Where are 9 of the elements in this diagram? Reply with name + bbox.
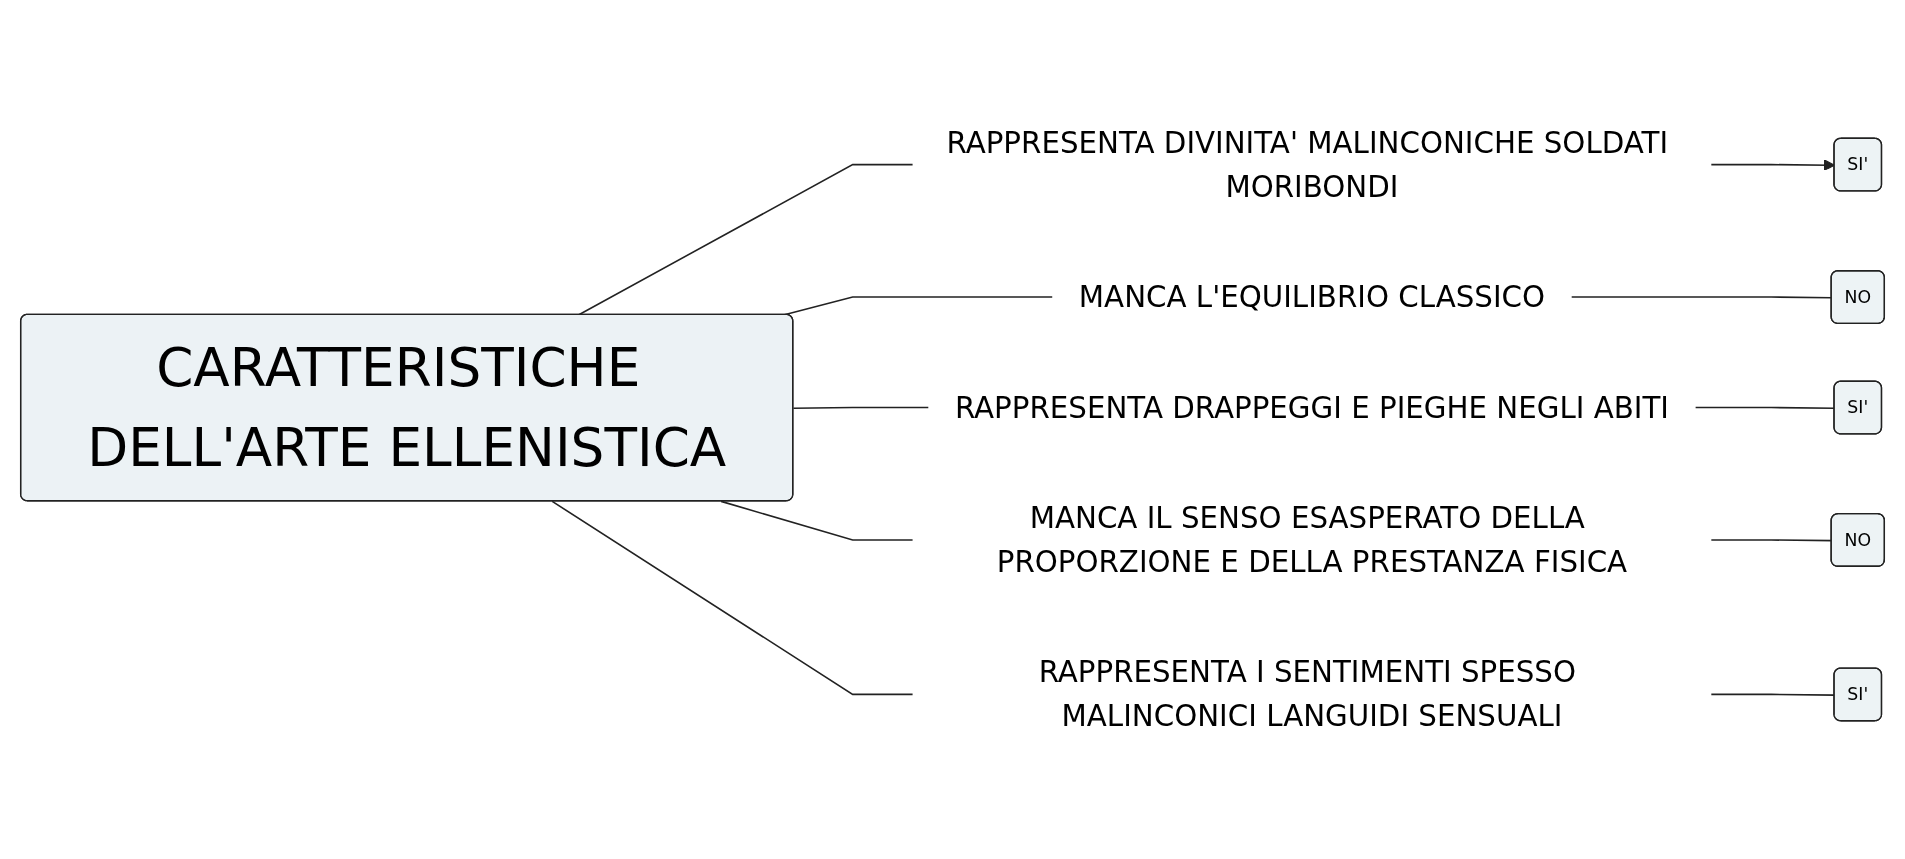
connector	[792, 406, 930, 409]
node-text: RAPPRESENTA I SENTIMENTI SPESSO MALINCONICI LANGUIDI SENSUALI	[1038, 655, 1576, 734]
node-text: RAPPRESENTA DIVINITA' MALINCONICHE SOLDATI MORIBONDI	[946, 125, 1669, 204]
connector	[577, 163, 914, 316]
connector	[720, 500, 914, 541]
node-text: RAPPRESENTA DRAPPEGGI E PIEGHE NEGLI ABITI	[954, 390, 1669, 425]
node-text: MANCA IL SENSO ESASPERATO DELLA PROPORZIONE E DELLA PRESTANZA FISICA	[996, 501, 1628, 579]
connector	[551, 500, 914, 696]
node-text: MANCA L'EQUILIBRIO CLASSICO	[1078, 280, 1546, 314]
